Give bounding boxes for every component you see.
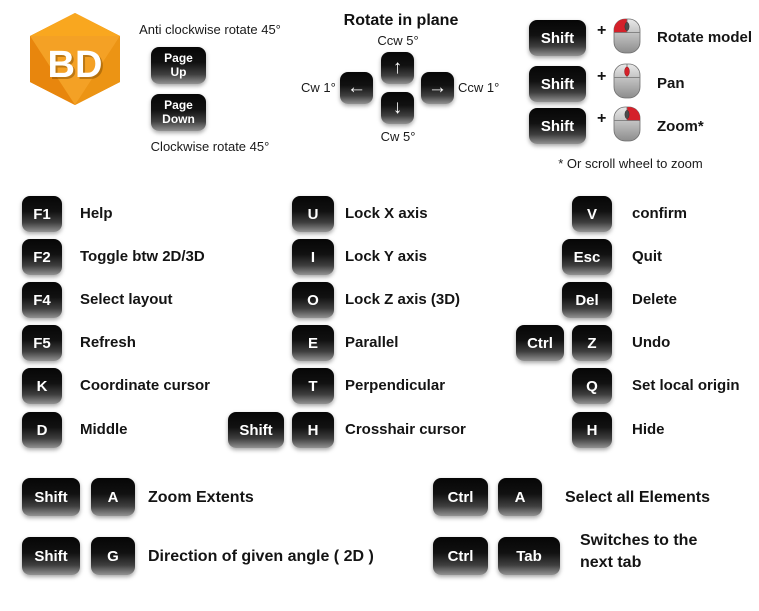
pan-label: Pan bbox=[657, 75, 685, 92]
ccw5-caption: Ccw 5° bbox=[377, 33, 419, 48]
rotate-in-plane-title: Rotate in plane bbox=[343, 12, 459, 29]
select-layout-label: Select layout bbox=[80, 291, 173, 308]
select-all-elements-label: Select all Elements bbox=[565, 489, 710, 506]
bd-logo-text: BD bbox=[48, 44, 103, 86]
shift-key-direction: Shift bbox=[22, 537, 80, 575]
f1-key: F1 bbox=[22, 196, 62, 232]
u-key: U bbox=[292, 196, 334, 232]
mouse-left-button-icon bbox=[613, 18, 641, 54]
ctrl-key-select-all: Ctrl bbox=[433, 478, 488, 516]
ctrl-key-undo: Ctrl bbox=[516, 325, 564, 361]
page-down-key: Page Down bbox=[151, 94, 206, 131]
page-up-key-label: Page Up bbox=[164, 50, 193, 79]
middle-label: Middle bbox=[80, 421, 128, 438]
direction-given-angle-label: Direction of given angle ( 2D ) bbox=[148, 548, 374, 565]
delete-label: Delete bbox=[632, 291, 678, 308]
mouse-right-button-icon bbox=[613, 106, 641, 142]
t-key: T bbox=[292, 368, 334, 404]
g-key-direction: G bbox=[91, 537, 135, 575]
coordinate-cursor-label: Coordinate cursor bbox=[80, 377, 211, 394]
f2-key: F2 bbox=[22, 239, 62, 275]
arrow-up-icon: ↑ bbox=[392, 57, 403, 78]
lock-y-axis-label: Lock Y axis bbox=[345, 248, 428, 265]
h-key-crosshair: H bbox=[292, 412, 334, 448]
shift-key-crosshair: Shift bbox=[228, 412, 284, 448]
arrow-up-key: ↑ bbox=[381, 52, 414, 84]
quit-label: Quit bbox=[632, 248, 662, 265]
shift-key-rotate-model: Shift bbox=[529, 20, 586, 56]
a-key-select-all: A bbox=[498, 478, 542, 516]
switch-next-tab-label: Switches to the next tab bbox=[580, 532, 698, 572]
plus-sign: + bbox=[597, 110, 607, 127]
lock-x-axis-label: Lock X axis bbox=[345, 205, 428, 222]
help-label: Help bbox=[80, 205, 113, 222]
v-key: V bbox=[572, 196, 612, 232]
arrow-left-icon: ← bbox=[347, 77, 366, 98]
shift-key-pan: Shift bbox=[529, 66, 586, 102]
undo-label: Undo bbox=[632, 334, 671, 351]
shift-key-zoom-extents: Shift bbox=[22, 478, 80, 516]
ccw1-caption: Ccw 1° bbox=[458, 80, 500, 95]
parallel-label: Parallel bbox=[345, 334, 399, 351]
lock-z-axis-label: Lock Z axis (3D) bbox=[345, 291, 461, 308]
rotate-model-label: Rotate model bbox=[657, 29, 753, 46]
z-key: Z bbox=[572, 325, 612, 361]
d-key: D bbox=[22, 412, 62, 448]
k-key: K bbox=[22, 368, 62, 404]
shift-key-zoom: Shift bbox=[529, 108, 586, 144]
arrow-right-icon: → bbox=[428, 77, 447, 98]
e-key: E bbox=[292, 325, 334, 361]
ctrl-key-switch-tab: Ctrl bbox=[433, 537, 488, 575]
o-key: O bbox=[292, 282, 334, 318]
confirm-label: confirm bbox=[632, 205, 688, 222]
arrow-down-key: ↓ bbox=[381, 92, 414, 124]
h-key-hide: H bbox=[572, 412, 612, 448]
f5-key: F5 bbox=[22, 325, 62, 361]
arrow-down-icon: ↓ bbox=[392, 97, 403, 118]
crosshair-cursor-label: Crosshair cursor bbox=[345, 421, 466, 438]
set-local-origin-label: Set local origin bbox=[632, 377, 740, 394]
page-down-key-label: Page Down bbox=[162, 97, 195, 126]
scroll-wheel-footnote: * Or scroll wheel to zoom bbox=[558, 156, 703, 171]
bd-logo-text-shadow: BD bbox=[50, 46, 105, 88]
f4-key: F4 bbox=[22, 282, 62, 318]
esc-key: Esc bbox=[562, 239, 612, 275]
zoom-label: Zoom* bbox=[657, 118, 704, 135]
arrow-left-key: ← bbox=[340, 72, 373, 104]
anticlockwise-rotate-caption: Anti clockwise rotate 45° bbox=[139, 22, 281, 37]
zoom-extents-label: Zoom Extents bbox=[148, 489, 254, 506]
tab-key-switch-tab: Tab bbox=[498, 537, 560, 575]
hide-label: Hide bbox=[632, 421, 665, 438]
toggle-2d-3d-label: Toggle btw 2D/3D bbox=[80, 248, 205, 265]
cw5-caption: Cw 5° bbox=[380, 129, 416, 144]
q-key: Q bbox=[572, 368, 612, 404]
perpendicular-label: Perpendicular bbox=[345, 377, 446, 394]
i-key: I bbox=[292, 239, 334, 275]
clockwise-rotate-caption: Clockwise rotate 45° bbox=[150, 139, 270, 154]
mouse-middle-wheel-icon bbox=[613, 63, 641, 99]
del-key: Del bbox=[562, 282, 612, 318]
cw1-caption: Cw 1° bbox=[301, 80, 336, 95]
refresh-label: Refresh bbox=[80, 334, 136, 351]
arrow-right-key: → bbox=[421, 72, 454, 104]
plus-sign: + bbox=[597, 68, 607, 85]
plus-sign: + bbox=[597, 22, 607, 39]
a-key-zoom-extents: A bbox=[91, 478, 135, 516]
bd-logo: BD BD bbox=[30, 13, 120, 105]
page-up-key: Page Up bbox=[151, 47, 206, 84]
